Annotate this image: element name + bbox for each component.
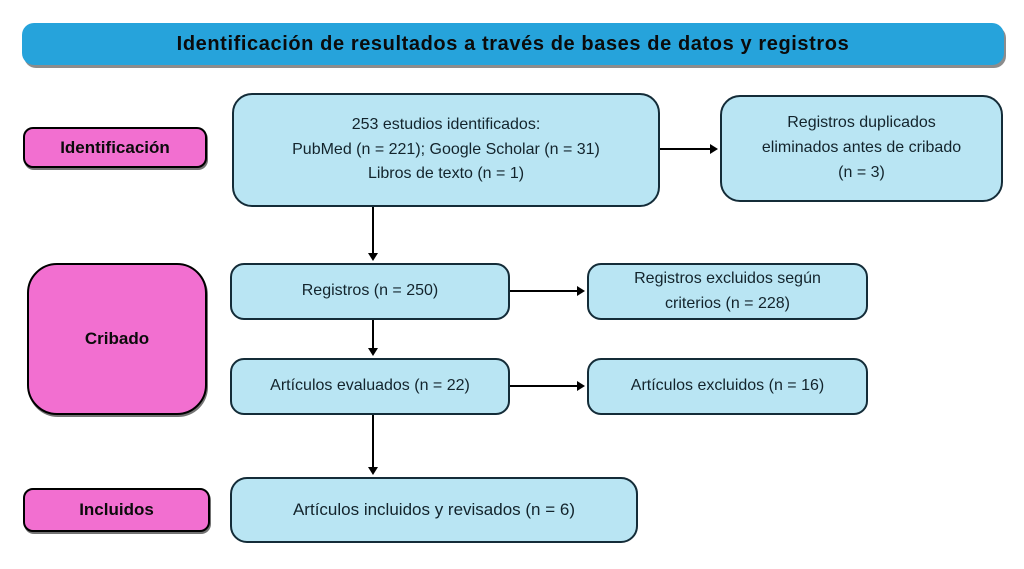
stage-label-cribado-text: Cribado — [84, 329, 150, 348]
diagram-header: Identificación de resultados a través de… — [22, 23, 1004, 65]
box-records-excluded: Registros excluidos según criterios (n =… — [587, 263, 868, 320]
box-studies-identified-line3: Libros de texto (n = 1) — [367, 165, 525, 183]
stage-label-identificacion-text: Identificación — [60, 137, 170, 157]
arrowhead-down-icon — [368, 253, 378, 261]
box-articles-excluded: Artículos excluidos (n = 16) — [587, 358, 868, 415]
diagram-title: Identificación de resultados a través de… — [176, 32, 850, 55]
box-articles-assessed-text: Artículos evaluados (n = 22) — [270, 377, 470, 395]
box-articles-excluded-text: Artículos excluidos (n = 16) — [630, 377, 825, 395]
arrow-identified-to-records — [368, 207, 378, 261]
box-studies-identified: 253 estudios identificados: PubMed (n = … — [232, 93, 660, 207]
box-articles-assessed: Artículos evaluados (n = 22) — [230, 358, 510, 415]
arrow-assessed-to-excluded — [510, 381, 585, 391]
stage-label-incluidos: Incluidos — [23, 488, 210, 532]
box-duplicates-removed-line3: (n = 3) — [838, 163, 885, 181]
arrowhead-down-icon — [368, 348, 378, 356]
arrow-records-to-excluded — [510, 286, 585, 296]
arrowhead-right-icon — [577, 381, 585, 391]
stage-label-cribado: Cribado — [27, 263, 207, 415]
arrow-records-to-assessed — [368, 320, 378, 356]
stage-label-identificacion: Identificación — [23, 127, 207, 168]
box-records-text: Registros (n = 250) — [301, 282, 439, 300]
box-records: Registros (n = 250) — [230, 263, 510, 320]
box-studies-identified-line1: 253 estudios identificados: — [351, 115, 541, 133]
arrow-assessed-to-included — [368, 415, 378, 475]
box-studies-identified-line2: PubMed (n = 221); Google Scholar (n = 31… — [292, 140, 600, 158]
box-records-excluded-line2: criterios (n = 228) — [665, 294, 790, 312]
stage-label-incluidos-text: Incluidos — [79, 500, 154, 519]
box-articles-included: Artículos incluidos y revisados (n = 6) — [230, 477, 638, 543]
arrowhead-right-icon — [577, 286, 585, 296]
box-duplicates-removed: Registros duplicados eliminados antes de… — [720, 95, 1003, 202]
box-articles-included-text: Artículos incluidos y revisados (n = 6) — [292, 499, 576, 519]
arrowhead-right-icon — [710, 144, 718, 154]
box-records-excluded-line1: Registros excluidos según — [634, 269, 821, 287]
box-duplicates-removed-line2: eliminados antes de cribado — [761, 139, 962, 157]
arrow-identified-to-duplicates — [660, 144, 718, 154]
arrowhead-down-icon — [368, 467, 378, 475]
box-duplicates-removed-line1: Registros duplicados — [787, 114, 936, 132]
